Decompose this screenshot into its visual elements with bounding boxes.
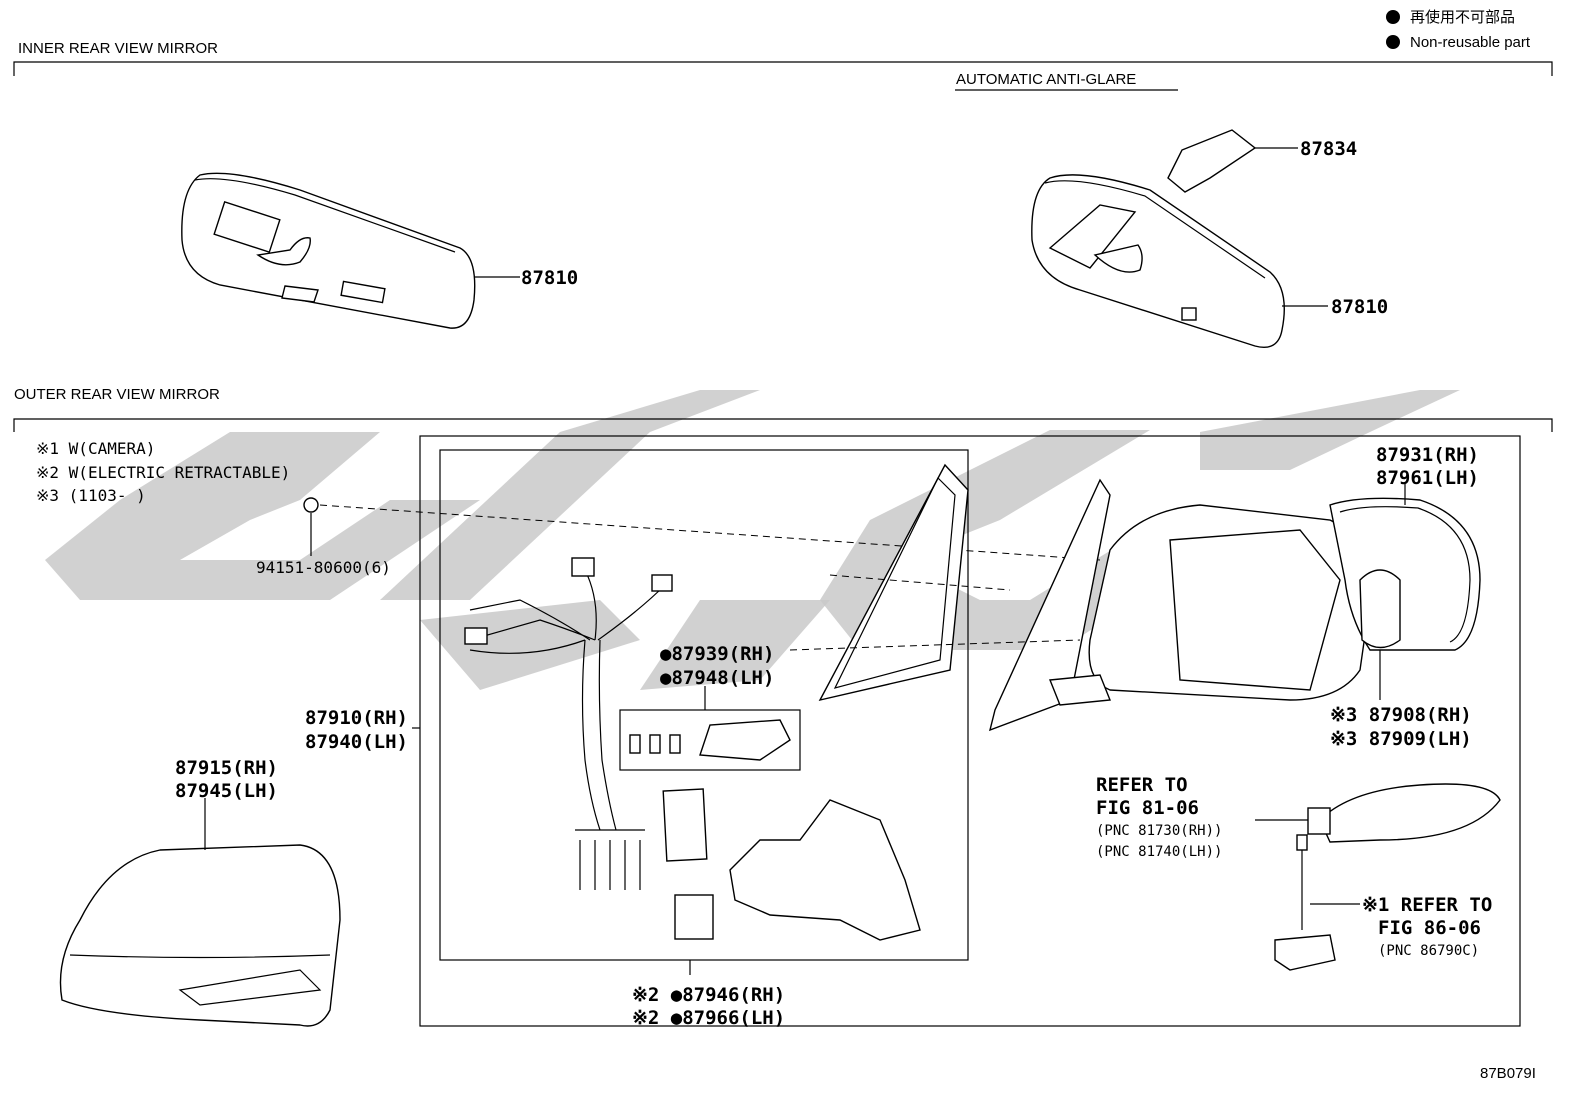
note-2: ※2 W(ELECTRIC RETRACTABLE) (36, 463, 290, 482)
nut-part (303, 497, 319, 513)
ref-86-line1: ※1 REFER TO (1362, 894, 1492, 916)
section-divider (13, 418, 1553, 432)
assembly-guide-line (319, 504, 1101, 561)
lamp-socket (1307, 807, 1331, 835)
legend-bullet-icon (1386, 10, 1400, 24)
part-87834: 87834 (1300, 138, 1357, 160)
housing-inner (1169, 529, 1341, 691)
part-87939: ●87939(RH) (660, 643, 774, 665)
side-turn-lamp (1319, 783, 1501, 843)
mirror-cover (59, 844, 341, 1027)
section-title-outer: OUTER REAR VIEW MIRROR (14, 386, 220, 403)
part-87909: ※3 87909(LH) (1330, 728, 1472, 750)
ref-86-line3: (PNC 86790C) (1378, 943, 1479, 959)
part-87810-left: 87810 (521, 267, 578, 289)
anti-glare-title: AUTOMATIC ANTI-GLARE (956, 71, 1136, 88)
part-87945: 87945(LH) (175, 780, 278, 802)
part-87810-right: 87810 (1331, 296, 1388, 318)
camera-part (1274, 934, 1336, 971)
ref-81-line1: REFER TO (1096, 774, 1188, 796)
screw-kit-box (619, 709, 801, 771)
part-94151: 94151-80600(6) (256, 558, 391, 577)
connector-part (674, 894, 714, 940)
wire-harness (464, 557, 673, 890)
assembly-guide-line (789, 639, 1081, 651)
part-87910: 87910(RH) (305, 707, 408, 729)
part-87931: 87931(RH) (1376, 444, 1479, 466)
section-title-inner: INNER REAR VIEW MIRROR (18, 40, 218, 57)
legend-jp-label: 再使用不可部品 (1410, 9, 1515, 26)
pad-part (662, 788, 708, 862)
assembly-guide-line (829, 574, 1011, 591)
mirror-gasket (988, 478, 1111, 732)
part-87908: ※3 87908(RH) (1330, 704, 1472, 726)
figure-id: 87B079I (1480, 1065, 1536, 1082)
inner-mirror-anti-glare (1031, 129, 1285, 348)
ref-86-line2: FIG 86-06 (1378, 917, 1481, 939)
inner-assembly-frame (439, 449, 969, 961)
ref-81-line4: (PNC 81740(LH)) (1096, 844, 1222, 860)
legend-bullet-icon (1386, 35, 1400, 49)
retract-motor-part (729, 799, 921, 941)
screw-icon (629, 734, 681, 754)
inner-mirror-standard (181, 172, 476, 329)
legend-en-label: Non-reusable part (1410, 34, 1531, 51)
housing-mount (1049, 674, 1111, 706)
part-87948: ●87948(LH) (660, 667, 774, 689)
part-87940: 87940(LH) (305, 731, 408, 753)
mirror-base-plate (818, 463, 969, 702)
outer-assembly-frame (419, 435, 1521, 1027)
bracket-part (699, 719, 791, 761)
section-divider (13, 61, 1553, 76)
part-87915: 87915(RH) (175, 757, 278, 779)
ref-81-line2: FIG 81-06 (1096, 797, 1199, 819)
note-3: ※3 (1103- ) (36, 486, 146, 505)
part-87946: ※2 ●87946(RH) (632, 984, 785, 1006)
part-87966: ※2 ●87966(LH) (632, 1007, 785, 1029)
ref-81-line3: (PNC 81730(RH)) (1096, 823, 1222, 839)
mirror-actuator (1359, 569, 1401, 649)
note-1: ※1 W(CAMERA) (36, 439, 155, 458)
part-87961: 87961(LH) (1376, 467, 1479, 489)
